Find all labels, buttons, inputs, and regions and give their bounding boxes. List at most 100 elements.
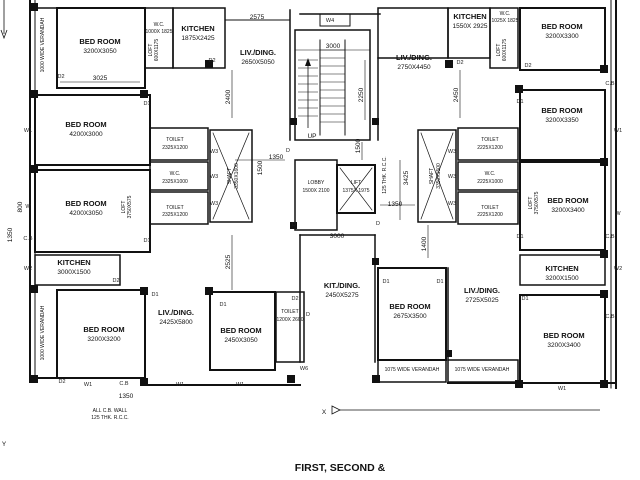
loft-label: LOFT <box>148 44 154 57</box>
door-tag: D1 <box>151 292 158 298</box>
verandah-label: 1075 WIDE VERANDAH <box>455 367 510 373</box>
room-name: BED ROOM <box>65 199 106 208</box>
door-tag: D <box>376 221 380 227</box>
window-tag: W2 <box>614 266 622 272</box>
dimension: 1350 <box>7 227 14 242</box>
window-tag: W <box>25 204 31 210</box>
door-tag: D1 <box>436 279 443 285</box>
room-size: 2725X5025 <box>465 297 499 304</box>
dimension: 1500 <box>355 138 362 153</box>
loft-label: LOFT <box>121 201 127 214</box>
dimension: 3000 <box>326 43 341 50</box>
room-size: 1550X 2925 <box>452 23 487 30</box>
room-size: 2650X5050 <box>241 59 275 66</box>
room-size: 3200X3400 <box>551 207 585 214</box>
window-tag: W3 <box>210 149 218 155</box>
room-size: 1375X 1975 <box>343 188 370 194</box>
verandah-label: 1000 WIDE VERANDAH <box>40 17 46 72</box>
door-tag: D2 <box>291 296 298 302</box>
dimension: 1350 <box>119 393 134 400</box>
door-tag: D1 <box>219 302 226 308</box>
window-tag: W1 <box>24 128 32 134</box>
window-tag: W1 <box>614 128 622 134</box>
lift-wall-note: 125 THK. R.C.C. <box>382 156 388 193</box>
room-name: TOILET <box>481 137 498 143</box>
room-name: LIV./DING. <box>158 308 194 317</box>
loft-label: LOFT <box>528 197 534 210</box>
room-name: BED ROOM <box>541 22 582 31</box>
columns <box>30 3 608 388</box>
room-size: 2450X5275 <box>325 292 359 299</box>
loft-dims: 600X1175 <box>502 39 508 62</box>
verandah-labels: 1000 WIDE VERANDAH 1000 WIDE VERANDAH 10… <box>40 17 510 373</box>
window-tag: W3 <box>448 149 456 155</box>
room-labels: BED ROOM 3200X3050 BED ROOM 4200X3000 BE… <box>57 11 588 349</box>
room-name: TOILET <box>166 137 183 143</box>
room-name: KITCHEN <box>181 24 214 33</box>
room-name: BED ROOM <box>541 106 582 115</box>
room-size: 2325X1200 <box>162 212 188 218</box>
room-name: KIT./DING. <box>324 281 360 290</box>
dimension: 3000 <box>330 233 345 240</box>
room-size: 4200X3050 <box>69 210 103 217</box>
room-size: 2225X1200 <box>477 212 503 218</box>
loft-dims: 3750X575 <box>127 195 133 218</box>
dimension: 2525 <box>225 254 232 269</box>
wall-note: 125 THK. R.C.C. <box>91 415 128 421</box>
room-size: 1875X2425 <box>181 35 215 42</box>
room-size: 3200X3350 <box>545 117 579 124</box>
dimension: 1400 <box>421 236 428 251</box>
room-name: KITCHEN <box>57 258 90 267</box>
verandah-label: 1075 WIDE VERANDAH <box>385 367 440 373</box>
shaft-size: 3350X1600 <box>234 163 240 189</box>
room-size: 3200X3050 <box>83 48 117 55</box>
dimension-labels: 2575 3000 3025 2400 2250 2450 1350 1500 … <box>7 14 460 400</box>
room-name: BED ROOM <box>79 37 120 46</box>
cb-tag: C.B <box>23 236 33 242</box>
window-tag: W3 <box>210 174 218 180</box>
room-size: 1025X 1825 <box>492 18 519 24</box>
window-tag: W6 <box>300 366 308 372</box>
verandah-label: 1000 WIDE VERANDAH <box>40 305 46 360</box>
room-size: 3200X3200 <box>87 336 121 343</box>
window-tag: W4 <box>326 18 334 24</box>
room-size: 2325X1000 <box>162 179 188 185</box>
window-tag: W3 <box>210 201 218 207</box>
room-name: BED ROOM <box>83 325 124 334</box>
room-size: 2225X1000 <box>477 179 503 185</box>
dimension-lines <box>60 19 461 290</box>
room-name: BED ROOM <box>543 331 584 340</box>
door-tag: D1 <box>143 238 150 244</box>
section-marker <box>0 0 600 415</box>
dimension: 3425 <box>403 170 410 185</box>
door-tag: D <box>306 312 310 318</box>
door-tag: D <box>286 148 290 154</box>
room-size: 2750X4450 <box>397 64 431 71</box>
window-tag: W3 <box>448 174 456 180</box>
cb-tag: C.B <box>605 81 615 87</box>
door-tag: D1 <box>521 296 528 302</box>
dimension: 1350 <box>388 201 403 208</box>
window-tag: W1 <box>176 382 184 388</box>
room-size: 2225X1200 <box>477 145 503 151</box>
cb-tag: C.B <box>119 381 129 387</box>
room-size: 1500X 2100 <box>303 188 330 194</box>
room-name: KITCHEN <box>545 264 578 273</box>
room-size: 3200X3300 <box>545 33 579 40</box>
room-name: W.C. <box>154 22 165 28</box>
wall-note: ALL C.B. WALL <box>93 408 128 414</box>
window-tag: W1 <box>236 382 244 388</box>
room-name: TOILET <box>166 205 183 211</box>
dimension: 2450 <box>453 87 460 102</box>
door-tag: D1 <box>516 234 523 240</box>
door-tag: D <box>292 222 296 228</box>
door-tag: D2 <box>57 74 64 80</box>
shaft-name: SHAFT <box>429 168 435 184</box>
room-size: 3000X1500 <box>57 269 91 276</box>
room-name: LOBBY <box>308 180 325 186</box>
window-tag: W1 <box>558 386 566 392</box>
door-tag: D1 <box>516 99 523 105</box>
loft-dims: 3750X575 <box>534 191 540 214</box>
room-name: BED ROOM <box>547 196 588 205</box>
